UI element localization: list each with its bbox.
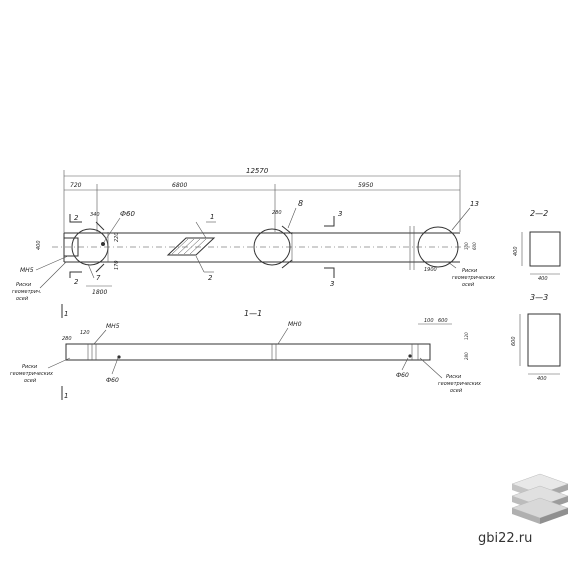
dim-elev-v2: 280 <box>464 352 469 360</box>
note-risk1-l2: геометрич. <box>12 289 42 295</box>
note-risk1-l3: осей <box>16 296 29 302</box>
dim-elev-v1: 120 <box>464 332 469 340</box>
label-pos-8: 8 <box>298 199 303 208</box>
label-mn5-b: МН5 <box>106 323 120 330</box>
cut-1-top: 1 <box>64 310 68 318</box>
cut-3-top: 3 <box>338 210 342 218</box>
plan-view: 1 2 8 13 7 Ф60 340 280 400 220 170 1800 … <box>12 199 495 400</box>
section-3-3-title: 3—3 <box>530 293 548 302</box>
dim-100-elev: 100 <box>424 318 434 324</box>
note-risk4-l3: осей <box>450 388 463 394</box>
label-pos-13: 13 <box>470 200 479 208</box>
label-pos-1: 1 <box>210 213 214 221</box>
dim-120-elev: 120 <box>80 330 90 336</box>
label-phi60-b: Ф60 <box>106 377 119 384</box>
note-risk2-l1: Риски <box>462 268 478 274</box>
dim-1900: 1900 <box>424 267 437 273</box>
note-risk2-l2: геометрических <box>452 275 495 281</box>
dim-33-h: 600 <box>511 336 517 346</box>
cut-3-bottom: 3 <box>330 280 334 288</box>
cut-2-top: 2 <box>74 214 79 222</box>
label-pos-7: 7 <box>96 274 101 282</box>
dim-middle: 6800 <box>172 182 187 189</box>
label-phi60-a: Ф60 <box>120 210 135 218</box>
overall-dimensions: 12570 720 6800 5950 <box>63 167 461 242</box>
dim-22-w: 400 <box>538 276 548 282</box>
dim-left: 720 <box>70 182 82 189</box>
cut-1-bottom: 1 <box>64 392 68 400</box>
stacked-slabs-icon <box>511 473 569 524</box>
dim-22-h: 400 <box>513 246 519 256</box>
label-phi60-c: Ф60 <box>396 372 409 379</box>
dim-total: 12570 <box>246 167 269 175</box>
note-risk4-l1: Риски <box>446 374 462 380</box>
section-3-3: 3—3 600 400 <box>511 293 561 382</box>
dim-right-600: 600 <box>472 242 477 250</box>
section-1-1-title: 1—1 <box>244 309 262 318</box>
dim-280-elev: 280 <box>62 336 72 342</box>
dim-1800: 1800 <box>92 289 107 296</box>
dim-170: 170 <box>114 260 120 270</box>
label-pos-2: 2 <box>208 274 213 282</box>
note-risk4-l2: геометрических <box>438 381 481 387</box>
site-watermark: gbi22.ru <box>478 531 533 546</box>
section-2-2-title: 2—2 <box>530 209 548 218</box>
dim-right-100: 100 <box>464 242 469 250</box>
cut-2-bottom: 2 <box>74 278 79 286</box>
dim-400-left: 400 <box>36 240 42 250</box>
note-risk2-l3: осей <box>462 282 475 288</box>
label-mn0: МН0 <box>288 321 302 328</box>
note-risk3-l1: Риски <box>22 364 38 370</box>
dim-340: 340 <box>90 212 100 218</box>
dim-220: 220 <box>114 232 120 242</box>
elevation-1-1: 1—1 280 120 МН5 МН0 100 600 120 280 Ф60 … <box>10 309 481 394</box>
dim-33-w: 400 <box>537 376 547 382</box>
dim-380: 280 <box>272 210 282 216</box>
dim-600-elev: 600 <box>438 318 448 324</box>
dim-right: 5950 <box>358 182 373 189</box>
section-2-2: 2—2 400 400 <box>513 209 561 282</box>
note-risk1-l1: Риски <box>16 282 32 288</box>
note-risk3-l2: геометрических <box>10 371 53 377</box>
note-risk3-l3: осей <box>24 378 37 384</box>
label-mn5-a: МН5 <box>20 267 34 274</box>
